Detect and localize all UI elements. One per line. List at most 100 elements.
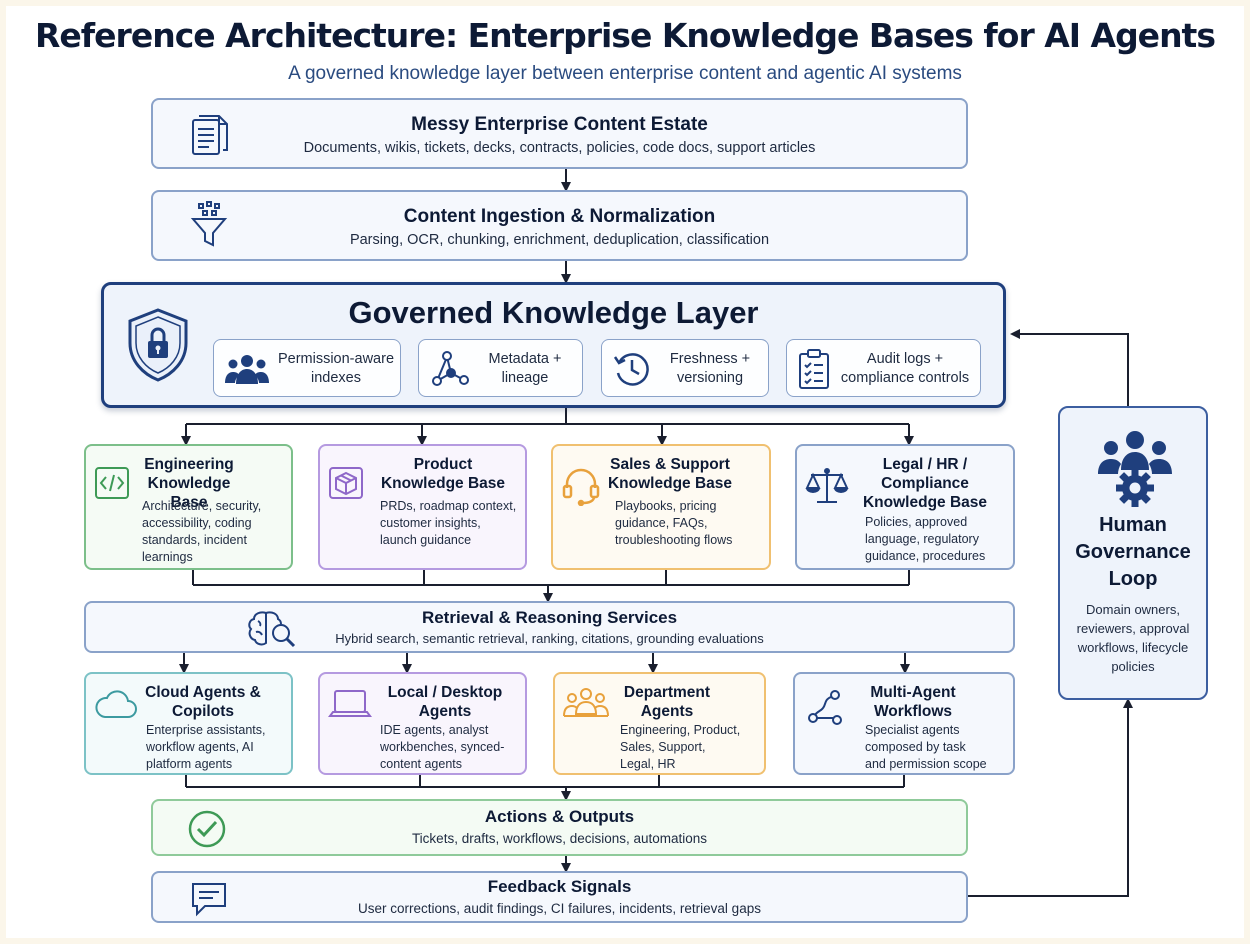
engineering-kb-desc-1: Architecture, security,: [142, 499, 262, 513]
architecture-diagram: Reference Architecture: Enterprise Knowl…: [6, 6, 1244, 938]
users-icon: [224, 352, 270, 391]
product-kb-desc-3: launch guidance: [380, 533, 472, 547]
human-loop-title-1: Human: [1099, 514, 1167, 536]
feature-metadata-lineage: Metadata + lineage: [418, 339, 583, 397]
feedback-desc: User corrections, audit findings, CI fai…: [358, 901, 761, 916]
governed-layer-title: Governed Knowledge Layer: [348, 295, 759, 330]
cloud-agents-desc-1: Enterprise assistants,: [146, 723, 266, 737]
feature-freshness-line2: versioning: [676, 370, 744, 386]
headset-icon: [561, 466, 601, 511]
content-estate-box: Messy Enterprise Content Estate Document…: [151, 98, 968, 169]
local-agents-desc-1: IDE agents, analyst: [380, 723, 489, 737]
product-kb-title-2: Knowledge Base: [380, 475, 506, 492]
cloud-agents-desc-2: workflow agents, AI: [146, 740, 254, 754]
documents-icon: [189, 112, 231, 163]
multi-agent-desc-3: and permission scope: [865, 757, 987, 771]
legal-hr-kb-card: Legal / HR / Compliance Knowledge Base P…: [795, 444, 1015, 570]
diagram-title: Reference Architecture: Enterprise Knowl…: [35, 16, 1216, 55]
human-loop-desc-2: reviewers, approval: [1076, 621, 1190, 636]
people-gear-icon: [1092, 428, 1178, 513]
department-agents-card: Department Agents Engineering, Product, …: [553, 672, 766, 775]
retrieval-title: Retrieval & Reasoning Services: [421, 608, 678, 627]
engineering-kb-card: Engineering Knowledge Base Architecture,…: [84, 444, 293, 570]
sales-kb-desc-1: Playbooks, pricing: [615, 499, 717, 513]
chat-bubble-icon: [189, 880, 229, 923]
actions-title: Actions & Outputs: [484, 807, 635, 826]
workflow-icon: [805, 688, 845, 733]
dept-agents-title-1: Department: [623, 684, 711, 701]
human-loop-desc-3: workflows, lifecycle: [1077, 640, 1189, 655]
product-kb-card: Product Knowledge Base PRDs, roadmap con…: [318, 444, 527, 570]
feature-audit-line2: compliance controls: [840, 370, 970, 386]
dept-agents-title-2: Agents: [640, 703, 694, 720]
shield-lock-icon: [126, 307, 190, 388]
feature-metadata-line1: Metadata +: [488, 351, 562, 367]
governed-knowledge-layer: Governed Knowledge Layer Permission-awar…: [101, 282, 1006, 408]
diagram-subtitle: A governed knowledge layer between enter…: [288, 63, 962, 84]
legal-kb-title-3: Knowledge Base: [862, 494, 988, 511]
multi-agent-workflows-card: Multi-Agent Workflows Specialist agents …: [793, 672, 1015, 775]
feature-freshness-versioning: Freshness + versioning: [601, 339, 769, 397]
local-agents-desc-3: content agents: [380, 757, 463, 771]
feature-metadata-line2: lineage: [501, 370, 549, 386]
feature-audit-compliance: Audit logs + compliance controls: [786, 339, 981, 397]
local-agents-title-2: Agents: [418, 703, 472, 720]
feature-permission-line1: Permission-aware: [277, 351, 395, 367]
engineering-kb-title-2: Knowledge Base: [147, 475, 231, 511]
human-governance-loop: Human Governance Loop Domain owners, rev…: [1058, 406, 1208, 700]
arrow-human-loop-to-governed: [1010, 329, 1129, 406]
multi-agent-desc-2: composed by task: [865, 740, 966, 754]
code-icon: [94, 466, 130, 505]
cloud-agents-desc-3: platform agents: [146, 757, 233, 771]
retrieval-desc: Hybrid search, semantic retrieval, ranki…: [335, 631, 764, 646]
box-icon: [328, 466, 364, 505]
human-loop-title-3: Loop: [1108, 568, 1158, 590]
check-circle-icon: [187, 809, 227, 854]
human-loop-desc-1: Domain owners,: [1086, 602, 1180, 617]
feature-permission-indexes: Permission-aware indexes: [213, 339, 401, 397]
legal-kb-title-1: Legal / HR /: [882, 456, 968, 473]
human-loop-title-2: Governance: [1075, 541, 1191, 563]
feedback-title: Feedback Signals: [487, 877, 632, 896]
legal-kb-desc-3: guidance, procedures: [865, 549, 986, 563]
sales-support-kb-card: Sales & Support Knowledge Base Playbooks…: [551, 444, 771, 570]
sales-kb-desc-2: guidance, FAQs,: [615, 516, 708, 530]
engineering-kb-desc-4: learnings: [142, 550, 193, 564]
product-kb-desc-1: PRDs, roadmap context,: [380, 499, 517, 513]
brain-search-icon: [246, 609, 298, 654]
cloud-agents-title-2: Copilots: [172, 703, 234, 720]
engineering-kb-desc-3: standards, incident: [142, 533, 247, 547]
actions-outputs-box: Actions & Outputs Tickets, drafts, workf…: [151, 799, 968, 856]
content-estate-title: Messy Enterprise Content Estate: [411, 114, 708, 135]
scales-icon: [805, 466, 849, 511]
product-kb-title-1: Product: [413, 456, 473, 473]
feedback-signals-box: Feedback Signals User corrections, audit…: [151, 871, 968, 923]
local-agents-card: Local / Desktop Agents IDE agents, analy…: [318, 672, 527, 775]
dept-agents-desc-1: Engineering, Product,: [620, 723, 741, 737]
local-agents-desc-2: workbenches, synced-: [380, 740, 505, 754]
funnel-icon: [189, 201, 229, 256]
cloud-agents-title-1: Cloud Agents &: [145, 684, 261, 701]
sales-kb-desc-3: troubleshooting flows: [615, 533, 733, 547]
feature-permission-line2: indexes: [311, 370, 361, 386]
team-icon: [563, 686, 609, 725]
legal-kb-desc-2: language, regulatory: [865, 532, 979, 546]
cloud-agents-card: Cloud Agents & Copilots Enterprise assis…: [84, 672, 293, 775]
retrieval-box: Retrieval & Reasoning Services Hybrid se…: [84, 601, 1015, 653]
graph-nodes-icon: [429, 349, 469, 394]
multi-agent-title-2: Workflows: [873, 703, 953, 720]
multi-agent-desc-1: Specialist agents: [865, 723, 960, 737]
ingestion-title: Content Ingestion & Normalization: [403, 206, 716, 227]
dept-agents-desc-2: Sales, Support,: [620, 740, 706, 754]
actions-desc: Tickets, drafts, workflows, decisions, a…: [411, 831, 708, 846]
legal-kb-desc-1: Policies, approved: [865, 515, 968, 529]
ingestion-box: Content Ingestion & Normalization Parsin…: [151, 190, 968, 261]
local-agents-title-1: Local / Desktop: [387, 684, 503, 701]
sales-kb-title-2: Knowledge Base: [607, 475, 733, 492]
content-estate-desc: Documents, wikis, tickets, decks, contra…: [303, 140, 816, 156]
multi-agent-title-1: Multi-Agent: [870, 684, 956, 701]
clipboard-check-icon: [797, 348, 831, 395]
sales-kb-title-1: Sales & Support: [610, 456, 730, 473]
clock-refresh-icon: [612, 349, 652, 394]
dept-agents-desc-3: Legal, HR: [620, 757, 676, 771]
